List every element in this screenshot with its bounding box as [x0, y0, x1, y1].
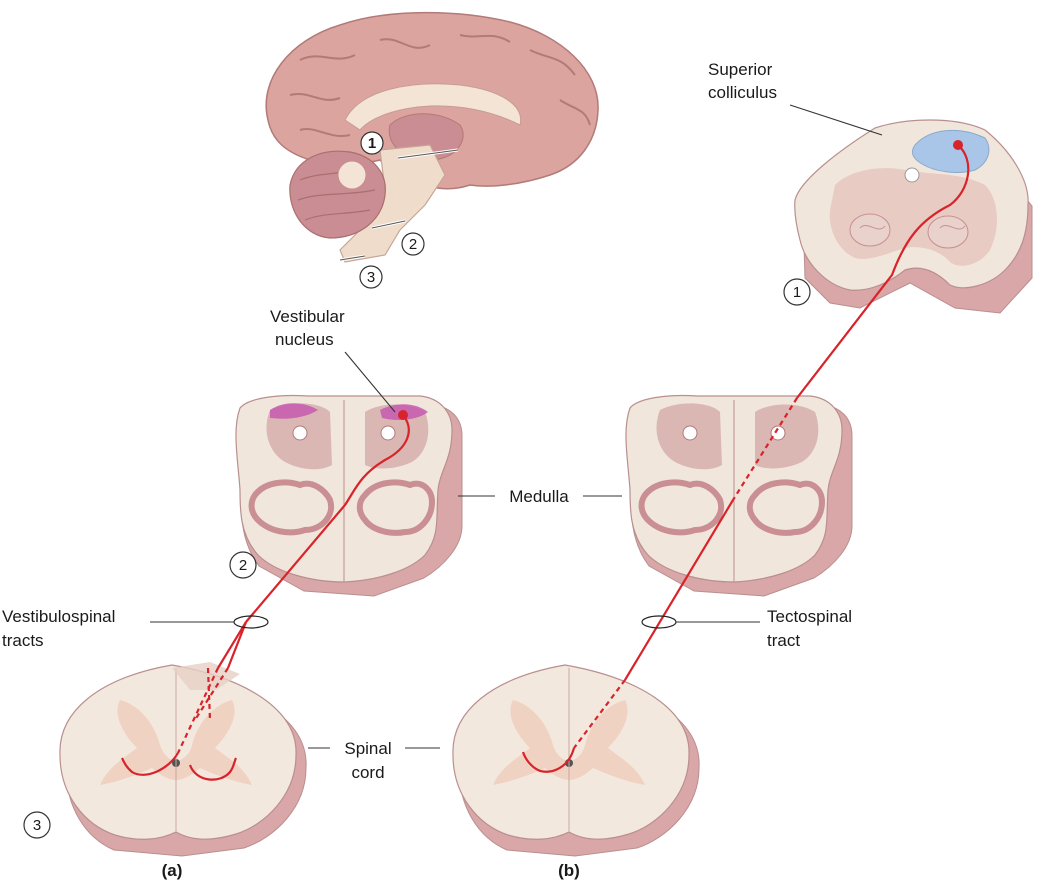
svg-text:2: 2: [239, 557, 247, 574]
superior-colliculus-label: Superior: [708, 60, 773, 79]
cerebellum-arbor: [337, 160, 367, 190]
vestibular-nucleus-left: [270, 403, 318, 419]
panel-b-label: (b): [558, 861, 580, 880]
midbrain-level-marker: 1: [783, 278, 811, 306]
svg-text:2: 2: [409, 236, 417, 253]
medulla-level-marker: 2: [229, 551, 257, 579]
spinal-cord-label-2: cord: [351, 763, 384, 782]
vestibular-nucleus-label: Vestibular: [270, 307, 345, 326]
medulla-label: Medulla: [509, 487, 569, 506]
panel-a-label: (a): [162, 861, 183, 880]
midbrain-section: [794, 119, 1033, 314]
spinal-cord-section-a: [59, 662, 307, 857]
vestibulospinal-tract-path: [121, 410, 410, 781]
medulla-section-a: [235, 394, 463, 597]
tectospinal-tract-path: [521, 140, 970, 773]
brain-illustration: [265, 11, 599, 263]
spinal-cord-label: Spinal: [344, 739, 391, 758]
svg-text:3: 3: [367, 269, 375, 286]
brain-level-marker-2: 2: [401, 232, 425, 256]
medulla-section-b: [625, 394, 853, 597]
vestibulospinal-tract-marker: [233, 615, 269, 629]
corpus-callosum: [344, 83, 522, 131]
tectospinal-label: Tectospinal: [767, 607, 852, 626]
superior-colliculus-label-2: colliculus: [708, 83, 777, 102]
spinal-level-marker: 3: [23, 811, 51, 839]
superior-colliculus-leader: [789, 104, 883, 136]
svg-text:3: 3: [33, 817, 41, 834]
svg-text:1: 1: [793, 284, 801, 301]
superior-colliculus-region: [911, 129, 990, 173]
spinal-cord-section-b: [452, 664, 700, 857]
brain-level-marker-1: 1: [360, 131, 384, 155]
vestibulospinal-label: Vestibulospinal: [2, 607, 115, 626]
vestibulospinal-label-2: tracts: [2, 631, 44, 650]
vestibular-nucleus-leader: [344, 351, 396, 413]
svg-text:1: 1: [368, 135, 376, 152]
brain-level-marker-3: 3: [359, 265, 383, 289]
vestibular-nucleus-label-2: nucleus: [275, 330, 334, 349]
tectospinal-label-2: tract: [767, 631, 800, 650]
